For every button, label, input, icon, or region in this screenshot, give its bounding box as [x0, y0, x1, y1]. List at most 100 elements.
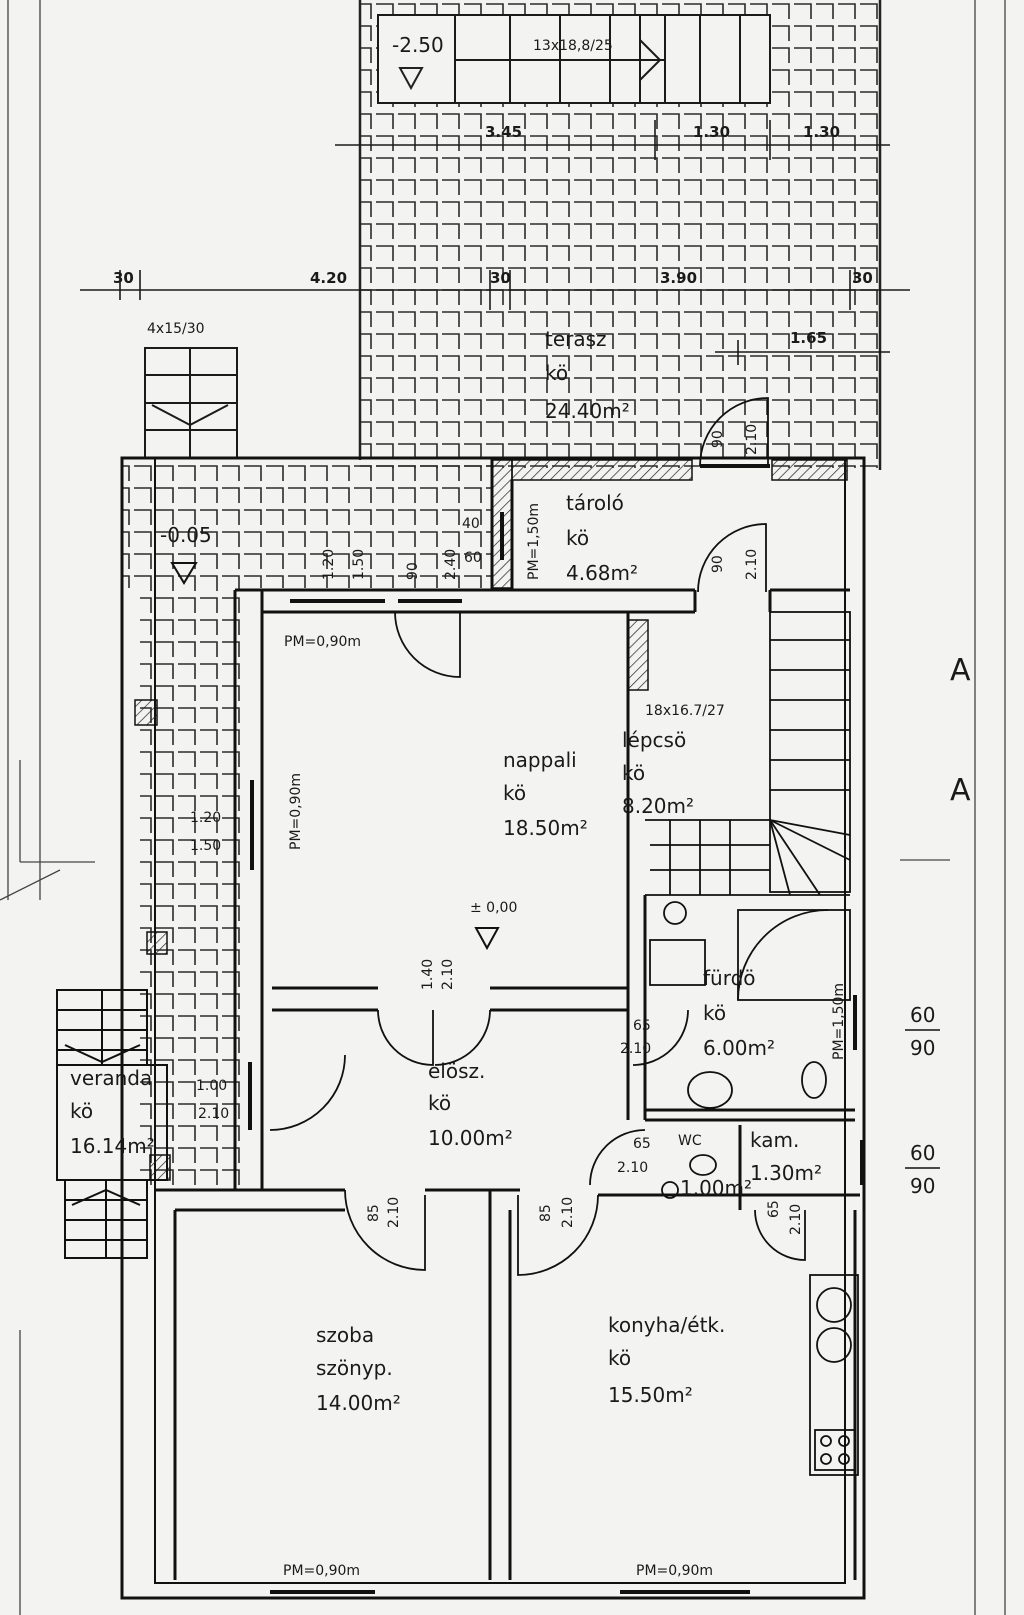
open-60: 60 — [464, 550, 482, 566]
room-area-lepcso: 8.20m² — [622, 794, 694, 818]
room-name-elosz: elösz. — [428, 1059, 485, 1083]
konyha-2-10: 2.10 — [560, 1197, 576, 1228]
outer-stair — [377, 14, 771, 104]
side-1-20: 1.20 — [190, 810, 221, 826]
dimension-lines — [80, 120, 910, 365]
room-name-tarolo: tároló — [566, 491, 624, 515]
room-area-furdo: 6.00m² — [703, 1036, 775, 1060]
open-1-50: 1.50 — [351, 549, 367, 580]
side-stair-label: 4x15/30 — [147, 321, 205, 337]
kam-2-10: 2.10 — [788, 1204, 804, 1235]
room-name-nappali: nappali — [503, 748, 577, 772]
room-floor-veranda: kö — [70, 1099, 93, 1123]
room-floor-furdo: kö — [703, 1001, 726, 1025]
pm-furdo: PM=1,50m — [831, 983, 847, 1060]
level-entrance: -0.05 — [160, 523, 212, 547]
wc-65: 65 — [633, 1136, 651, 1152]
open-2-40: 2.40 — [443, 549, 459, 580]
room-area-nappali: 18.50m² — [503, 816, 588, 840]
room-name-wc: WC — [678, 1133, 702, 1149]
room-floor-szoba: szönyp. — [316, 1356, 393, 1380]
inner-stair — [645, 611, 851, 896]
room-name-szoba: szoba — [316, 1323, 374, 1347]
bath-fixtures — [649, 901, 851, 1199]
side-1-50: 1.50 — [190, 838, 221, 854]
fur-65: 65 — [633, 1018, 651, 1034]
pm-nappali-top: PM=0,90m — [284, 634, 361, 650]
side-path-tiles — [140, 588, 240, 1188]
room-floor-nappali: kö — [503, 781, 526, 805]
dim-30-a: 30 — [113, 269, 134, 287]
konyha-85: 85 — [538, 1204, 554, 1222]
room-name-kam: kam. — [750, 1128, 799, 1152]
win-60-b: 60 — [910, 1141, 935, 1165]
level-marker-main-icon — [474, 927, 500, 951]
level-main: ± 0,00 — [470, 900, 517, 916]
inner-stair-label: 18x16.7/27 — [645, 703, 725, 719]
ver-2-10: 2.10 — [198, 1106, 229, 1122]
ent-1-40: 1.40 — [420, 959, 436, 990]
side-stair — [144, 347, 238, 459]
room-floor-tarolo: kö — [566, 526, 589, 550]
room-name-veranda: veranda — [70, 1066, 152, 1090]
dim-1-30-b: 1.30 — [803, 123, 840, 141]
walls — [120, 456, 866, 1600]
room-name-lepcso: lépcsö — [622, 728, 686, 752]
room-area-szoba: 14.00m² — [316, 1391, 401, 1415]
room-area-wc: 1.00m² — [680, 1176, 752, 1200]
open-40: 40 — [462, 516, 480, 532]
section-mark-a: A — [950, 653, 971, 688]
fur-2-10: 2.10 — [620, 1041, 651, 1057]
kam-65: 65 — [766, 1200, 782, 1218]
pm-tarolo: PM=1,50m — [526, 503, 542, 580]
room-name-konyha: konyha/étk. — [608, 1313, 725, 1337]
win-90-b: 90 — [910, 1174, 935, 1198]
open-90: 90 — [405, 562, 421, 580]
level-marker-entrance-icon — [170, 562, 198, 585]
entrance-tiles — [122, 460, 492, 588]
dim-1-30-a: 1.30 — [693, 123, 730, 141]
room-area-konyha: 15.50m² — [608, 1383, 693, 1407]
room-name-terasz: terasz — [545, 327, 607, 351]
level-lower: -2.50 — [392, 33, 444, 57]
room-area-veranda: 16.14m² — [70, 1134, 155, 1158]
wall-hatch — [134, 459, 848, 1181]
dim-3-45: 3.45 — [485, 123, 522, 141]
dim-4-20: 4.20 — [310, 269, 347, 287]
open-1-20: 1.20 — [321, 549, 337, 580]
door-90-terasz: 90 — [710, 430, 726, 448]
room-area-terasz: 24.40m² — [545, 399, 630, 423]
door-2-10-tarolo: 2.10 — [744, 549, 760, 580]
ver-1-00: 1.00 — [196, 1078, 227, 1094]
room-area-elosz: 10.00m² — [428, 1126, 513, 1150]
door-swings — [269, 397, 806, 1276]
wc-2-10: 2.10 — [617, 1160, 648, 1176]
level-marker-icon — [398, 67, 424, 91]
pm-konyha: PM=0,90m — [636, 1563, 713, 1579]
win-90-a: 90 — [910, 1036, 935, 1060]
szoba-85: 85 — [366, 1204, 382, 1222]
win-60-a: 60 — [910, 1003, 935, 1027]
dim-1-65: 1.65 — [790, 329, 827, 347]
pm-nappali-side: PM=0,90m — [288, 773, 304, 850]
szoba-2-10: 2.10 — [386, 1197, 402, 1228]
ent-2-10: 2.10 — [440, 959, 456, 990]
dim-30-b: 30 — [490, 269, 511, 287]
room-area-tarolo: 4.68m² — [566, 561, 638, 585]
section-mark-b: A — [950, 773, 971, 808]
kitchen-fixtures — [809, 1274, 859, 1476]
dim-30-c: 30 — [852, 269, 873, 287]
room-floor-konyha: kö — [608, 1346, 631, 1370]
windows — [248, 464, 864, 1594]
door-2-10-terasz: 2.10 — [744, 424, 760, 455]
room-floor-lepcso: kö — [622, 761, 645, 785]
room-area-kam: 1.30m² — [750, 1161, 822, 1185]
veranda-stairs — [56, 989, 168, 1259]
pm-szoba: PM=0,90m — [283, 1563, 360, 1579]
room-floor-elosz: kö — [428, 1091, 451, 1115]
dim-3-90: 3.90 — [660, 269, 697, 287]
outer-stair-label: 13x18,8/25 — [533, 38, 613, 54]
room-floor-terasz: kö — [545, 361, 568, 385]
